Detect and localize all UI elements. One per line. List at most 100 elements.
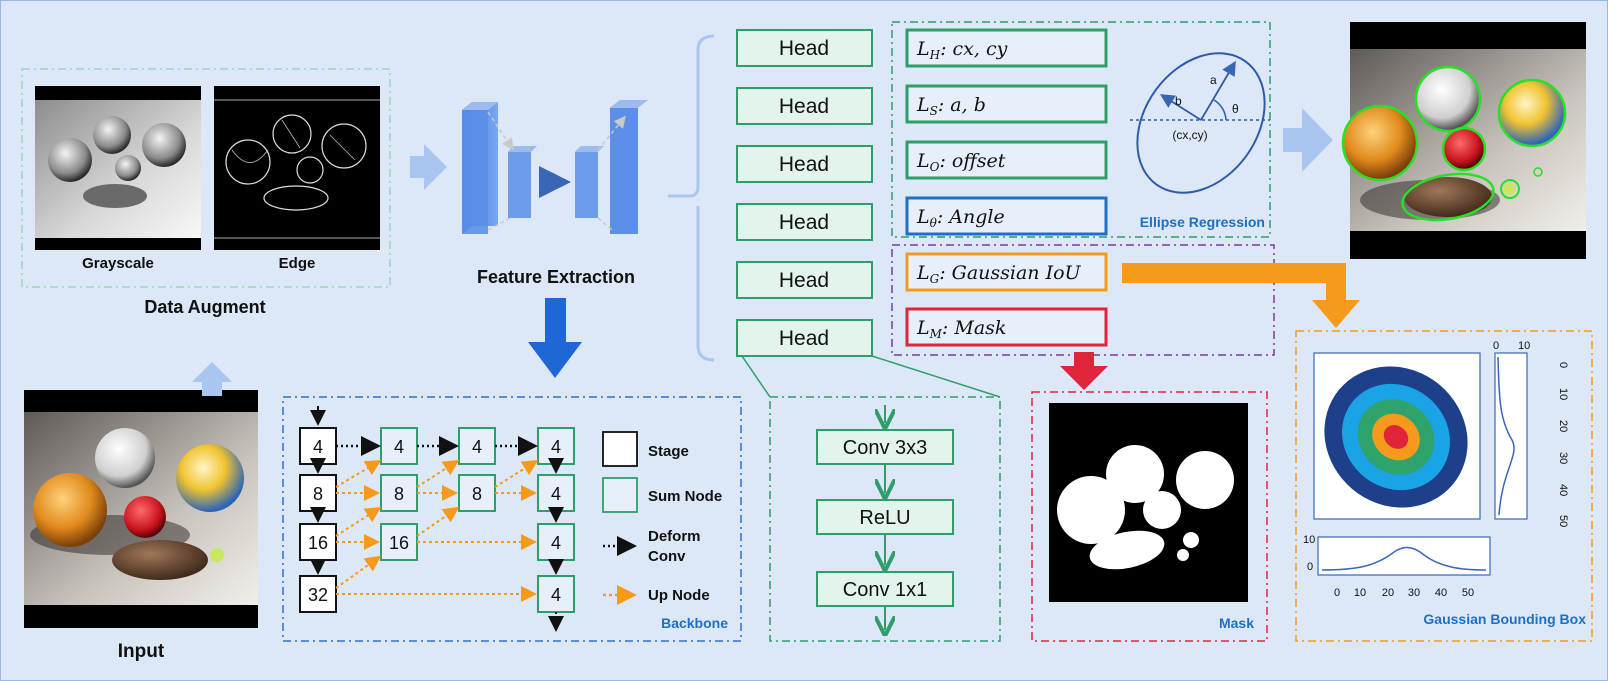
x-tick: 20	[1382, 587, 1394, 599]
sum-value: 16	[389, 533, 409, 553]
grayscale-image	[35, 86, 201, 250]
sum-node	[458, 474, 496, 512]
input-photo	[24, 390, 258, 628]
ellipse-b-label: b	[1175, 94, 1182, 108]
x-tick: 0	[1334, 587, 1340, 599]
head-label: Head	[779, 327, 829, 350]
sum-value: 4	[394, 437, 404, 457]
side-tick: 10	[1303, 534, 1315, 546]
head-box	[736, 319, 873, 357]
legend-sum-label: Sum Node	[648, 488, 722, 505]
head-box	[736, 261, 873, 299]
edge-image	[214, 86, 380, 250]
feature-extraction-label: Feature Extraction	[477, 267, 635, 287]
top-tick: 0	[1493, 340, 1499, 352]
ellipse-theta-label: θ	[1232, 102, 1239, 116]
mask-title: Mask	[1219, 615, 1254, 631]
loss-lg: LG: Gaussian IoU	[916, 262, 1082, 286]
y-tick: 40	[1557, 484, 1569, 496]
sum-node	[380, 474, 418, 512]
head-box	[736, 87, 873, 125]
orange-arrow-icon	[1122, 263, 1360, 328]
y-tick: 0	[1557, 362, 1569, 368]
gaussian-mask-box	[891, 244, 1275, 356]
gaussian-y-ticks: 0 10 20 30 40 50	[1557, 362, 1569, 527]
sum-value: 4	[551, 484, 561, 504]
loss-lo-box	[905, 140, 1108, 180]
backbone-legend: Stage Sum Node Deform Conv Up Node	[602, 431, 722, 605]
y-tick: 50	[1557, 515, 1569, 527]
gaussian-side-profile: 0 10	[1493, 340, 1530, 520]
stage-value: 16	[308, 533, 328, 553]
y-tick: 30	[1557, 452, 1569, 464]
up-arrow-icon	[192, 362, 232, 396]
sum-value: 4	[472, 437, 482, 457]
backbone-title: Backbone	[661, 615, 728, 631]
ellipse-a-label: a	[1210, 73, 1217, 87]
result-arrow-icon	[1283, 108, 1333, 172]
legend-stage-swatch	[602, 431, 638, 467]
heads-column: Head Head Head Head Head Head	[736, 29, 873, 357]
relu-label: ReLU	[859, 507, 910, 529]
head-label: Head	[779, 269, 829, 292]
ellipse-regression-title: Ellipse Regression	[1140, 214, 1265, 230]
stage-value: 32	[308, 585, 328, 605]
x-tick: 30	[1408, 587, 1420, 599]
gaussian-x-ticks: 0 10 20 30 40 50	[1334, 587, 1474, 599]
head-label: Head	[779, 153, 829, 176]
relu-box	[816, 499, 954, 535]
head-detail-connector	[741, 355, 771, 398]
conv3x3-label: Conv 3x3	[843, 437, 928, 459]
conv1x1-label: Conv 1x1	[843, 579, 928, 601]
red-arrow-icon	[1060, 352, 1108, 390]
top-tick: 10	[1518, 340, 1530, 352]
head-label: Head	[779, 211, 829, 234]
sum-value: 4	[551, 437, 561, 457]
legend-sum-swatch	[602, 477, 638, 513]
sum-value: 4	[551, 533, 561, 553]
loss-ltheta: Lθ: Angle	[916, 206, 1005, 230]
grayscale-label: Grayscale	[82, 255, 154, 272]
down-arrow-icon	[528, 298, 582, 378]
backbone-network: 4 8 16 32 4 8 16 4 8 4 4 4 4	[299, 406, 575, 632]
ellipse-regression-box	[891, 21, 1271, 238]
gaussian-bottom-profile: 10 0	[1303, 534, 1491, 576]
loss-lg-box	[905, 252, 1108, 292]
head-box	[736, 145, 873, 183]
y-tick: 20	[1557, 420, 1569, 432]
legend-up-label: Up Node	[648, 587, 710, 604]
side-tick: 0	[1307, 561, 1313, 573]
sum-node	[458, 427, 496, 465]
head-label: Head	[779, 37, 829, 60]
stage-node	[299, 575, 337, 613]
mask-box	[1031, 391, 1268, 642]
head-box	[736, 29, 873, 67]
gaussian-box	[1295, 330, 1593, 642]
backbone-box	[282, 396, 742, 642]
augment-box	[21, 68, 391, 288]
legend-deform-label-2: Conv	[648, 548, 686, 565]
mask-image	[1049, 403, 1248, 602]
loss-lm-box	[905, 307, 1108, 347]
augment-title: Data Augment	[144, 297, 265, 317]
feature-extraction-icon	[462, 100, 648, 234]
head-detail-box	[769, 396, 1001, 642]
y-tick: 10	[1557, 388, 1569, 400]
stage-value: 8	[313, 484, 323, 504]
sum-value: 8	[472, 484, 482, 504]
loss-lo: LO: offset	[916, 150, 1006, 174]
gaussian-heatmap	[1313, 352, 1481, 520]
x-tick: 40	[1435, 587, 1447, 599]
loss-ls: LS: a, b	[916, 94, 986, 118]
conv3x3-box	[816, 429, 954, 465]
x-tick: 50	[1462, 587, 1474, 599]
loss-lh: LH: cx, cy	[916, 38, 1008, 62]
head-detail-connector	[871, 355, 1001, 398]
sum-node	[537, 575, 575, 613]
stage-value: 4	[313, 437, 323, 457]
brace	[668, 34, 715, 362]
loss-lm: LM: Mask	[916, 317, 1006, 341]
loss-ltheta-box	[905, 196, 1108, 236]
sum-node	[537, 474, 575, 512]
